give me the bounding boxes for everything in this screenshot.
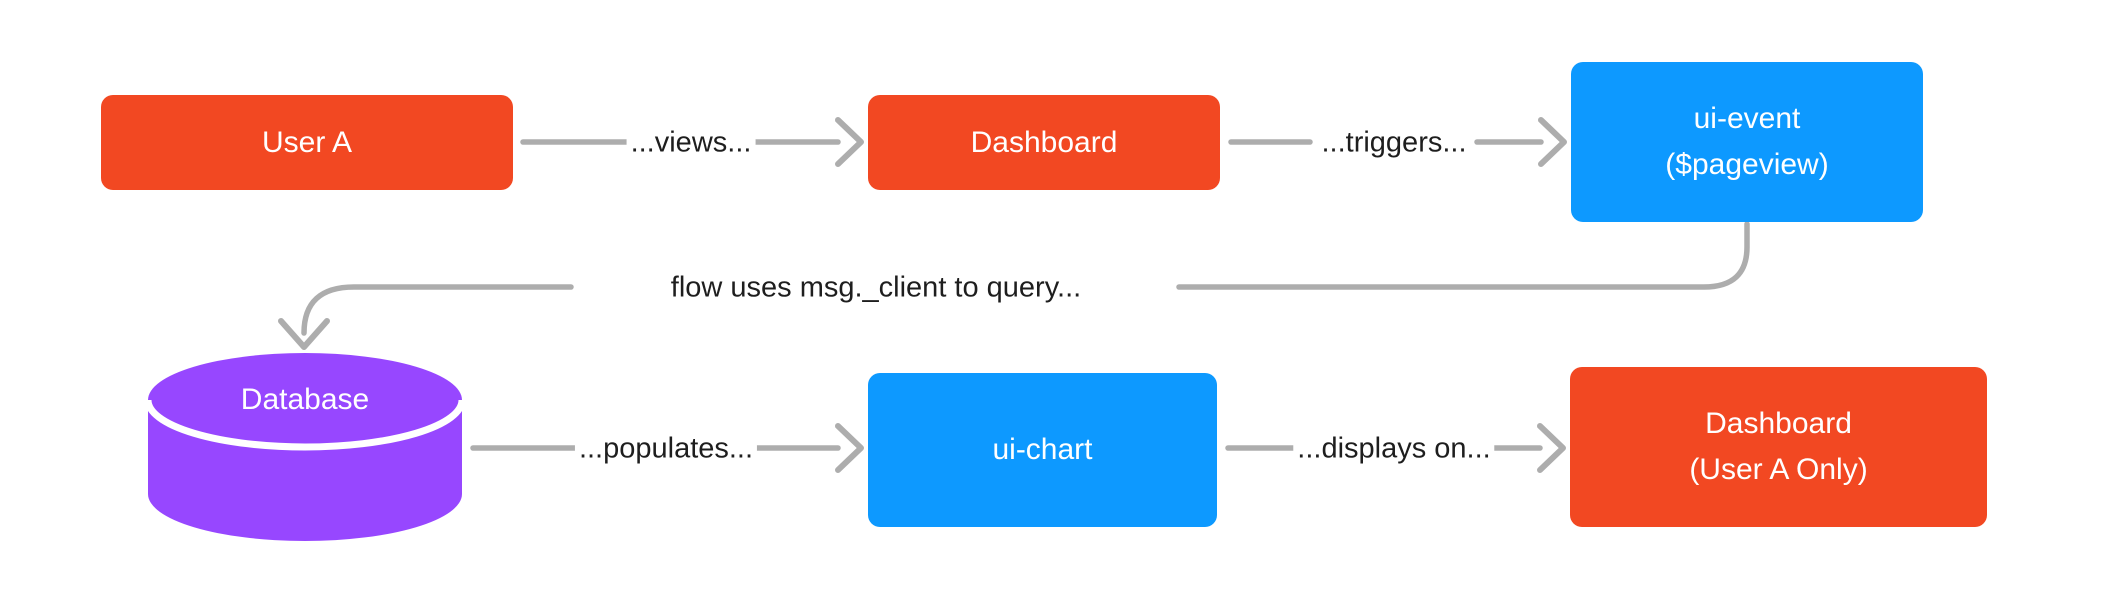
node-database[interactable] (144, 353, 466, 541)
edge-label-populates[interactable]: ...populates... (574, 432, 758, 466)
node-ui-chart[interactable]: ui-chart (868, 373, 1217, 527)
database-cylinder-top (148, 353, 462, 447)
node-label: Dashboard (1705, 407, 1852, 440)
edge-label-displays-on[interactable]: ...displays on... (1293, 432, 1495, 466)
node-label: ($pageview) (1665, 148, 1829, 181)
node-label: ui-event (1693, 102, 1801, 135)
node-dashboard[interactable]: Dashboard (868, 95, 1220, 190)
connector-query[interactable] (278, 221, 1750, 350)
node-user-a[interactable]: User A (101, 95, 513, 190)
arrowhead-down-icon (278, 318, 330, 350)
edge-label-views[interactable]: ...views... (626, 126, 756, 160)
node-label: ui-chart (992, 433, 1093, 466)
node-label: (User A Only) (1689, 453, 1868, 486)
connector-views[interactable] (520, 117, 864, 167)
connector-query-left-segment (301, 284, 574, 336)
database-cylinder-separator (144, 399, 466, 451)
node-dashboard-user-a-only[interactable]: Dashboard (User A Only) (1570, 367, 1987, 527)
node-label: User A (261, 125, 353, 159)
connector-populates[interactable] (470, 423, 864, 473)
database-cylinder-body (148, 400, 462, 541)
edge-label-triggers[interactable]: ...triggers... (1317, 126, 1471, 160)
connector-query-right-segment (1176, 221, 1750, 290)
arrowhead-right-icon (1538, 117, 1567, 167)
node-label: Dashboard (970, 125, 1118, 159)
node-ui-event[interactable]: ui-event ($pageview) (1571, 62, 1923, 222)
arrowhead-right-icon (835, 423, 864, 473)
arrowhead-right-icon (1537, 423, 1566, 473)
arrowhead-right-icon (835, 117, 864, 167)
node-database-label: Database (240, 383, 370, 416)
edge-label-query[interactable]: flow uses msg._client to query... (666, 271, 1086, 305)
connector-displays-on[interactable] (1225, 423, 1566, 473)
connector-triggers[interactable] (1228, 117, 1567, 167)
